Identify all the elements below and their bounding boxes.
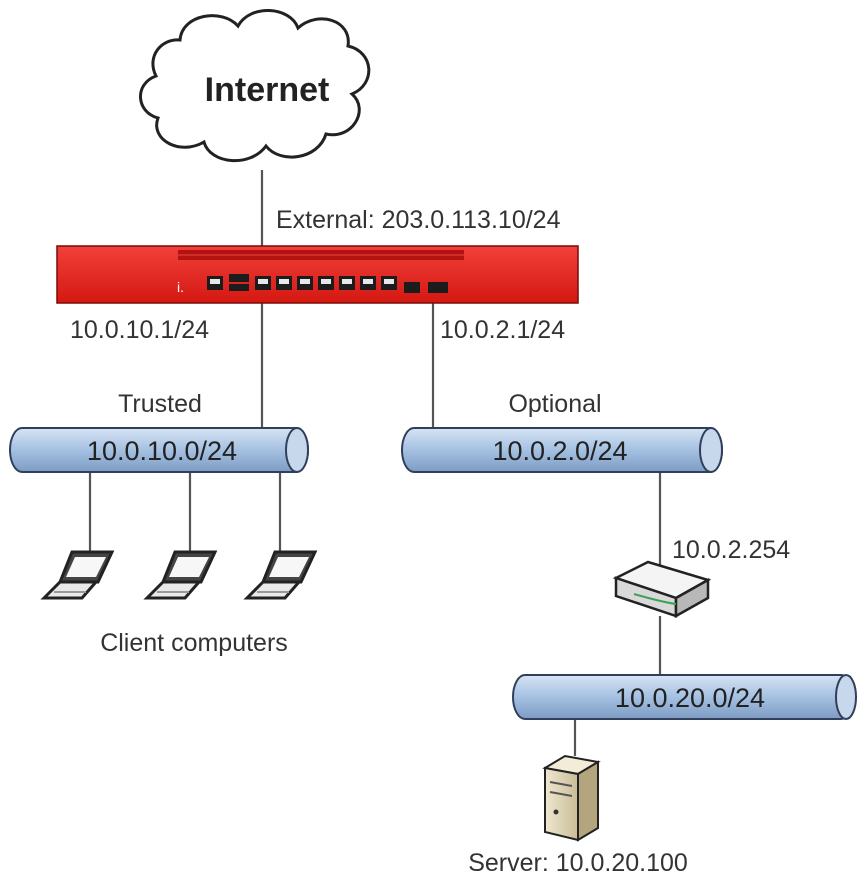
trusted-subnet-label: 10.0.10.0/24 (87, 436, 237, 466)
external-interface-label: External: 203.0.113.10/24 (276, 206, 561, 234)
optional-subnet-label: 10.0.2.0/24 (492, 436, 627, 466)
server-icon (542, 754, 601, 842)
firewall-appliance: i. (56, 245, 579, 304)
trusted-network-name: Trusted (118, 390, 202, 418)
optional-network-name: Optional (508, 390, 601, 418)
internet-cloud: Internet (139, 9, 371, 162)
connection-lines (88, 170, 662, 756)
trusted-network-pipe: 10.0.10.0/24 (9, 427, 309, 473)
laptop-icon (245, 550, 317, 600)
router: 10.0.2.254 (612, 536, 790, 619)
router-ip-label: 10.0.2.254 (672, 536, 790, 564)
optional-interface-ip: 10.0.2.1/24 (440, 316, 565, 344)
server-subnet-label: 10.0.20.0/24 (615, 683, 765, 713)
server: Server: 10.0.20.100 (468, 754, 688, 877)
status-lights-icon: i. (177, 279, 184, 295)
optional-network-pipe: 10.0.2.0/24 (401, 427, 723, 473)
laptop-icon (42, 550, 114, 600)
port-icon (404, 282, 420, 293)
laptop-icon (145, 550, 217, 600)
port-icon (229, 284, 249, 291)
client-computers-label: Client computers (100, 629, 288, 657)
trusted-interface-ip: 10.0.10.1/24 (70, 316, 209, 344)
port-icon (428, 282, 448, 293)
server-network-pipe: 10.0.20.0/24 (512, 674, 857, 720)
internet-label: Internet (205, 71, 330, 109)
port-icon (229, 274, 249, 282)
cloud-icon (139, 9, 371, 162)
server-label: Server: 10.0.20.100 (468, 849, 688, 877)
router-icon (612, 560, 712, 619)
client-computers: Client computers (42, 550, 317, 657)
